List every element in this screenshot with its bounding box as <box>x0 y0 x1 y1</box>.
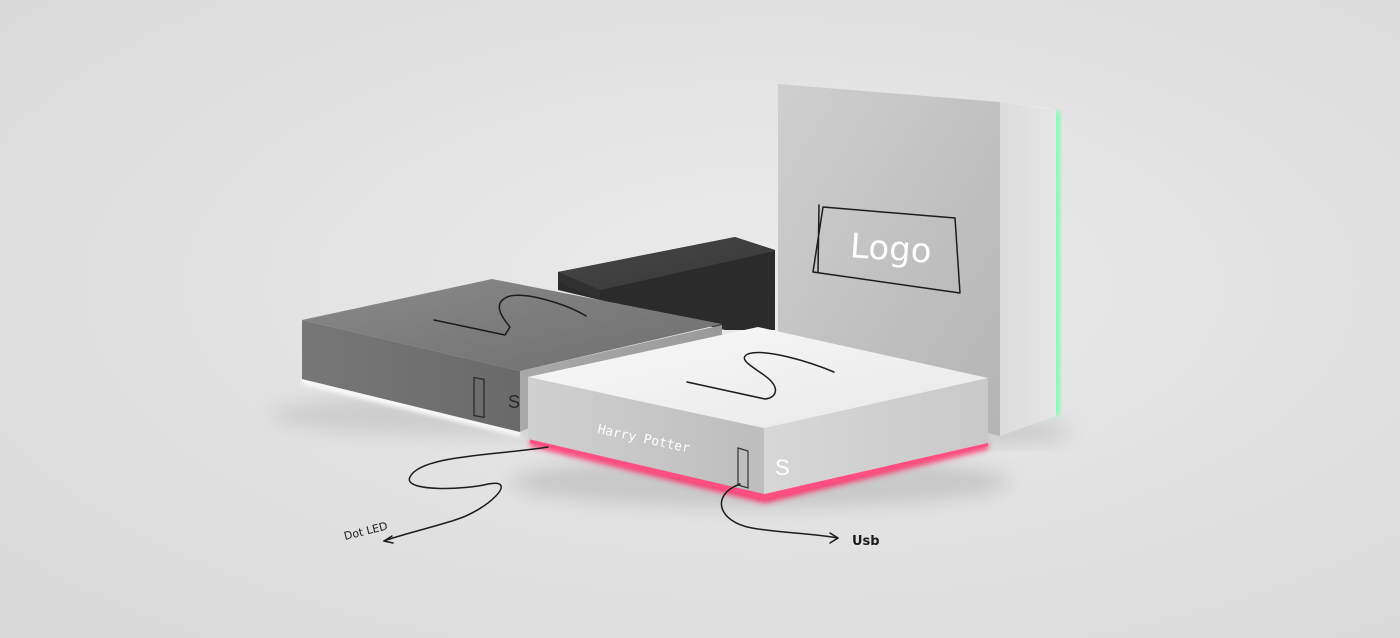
light-box: Harry Potter S <box>528 327 988 503</box>
usb-port-light-icon <box>737 447 749 489</box>
dark-box <box>558 237 775 330</box>
gray-side-mark: S <box>508 392 520 412</box>
logo-frame-icon <box>812 204 961 294</box>
led-arrow-icon <box>383 535 394 544</box>
s-sketch-light-icon <box>686 351 835 400</box>
led-annotation-label: Dot LED <box>343 520 389 543</box>
usb-arrow-icon <box>829 532 839 544</box>
led-annotation-line <box>383 446 549 542</box>
side-mark: S <box>775 455 790 480</box>
s-sketch-icon <box>433 294 587 336</box>
usb-port-icon <box>473 376 485 419</box>
usb-annotation-line <box>720 483 839 539</box>
logo-text: Logo <box>849 226 933 272</box>
usb-annotation-label: Usb <box>852 534 880 549</box>
